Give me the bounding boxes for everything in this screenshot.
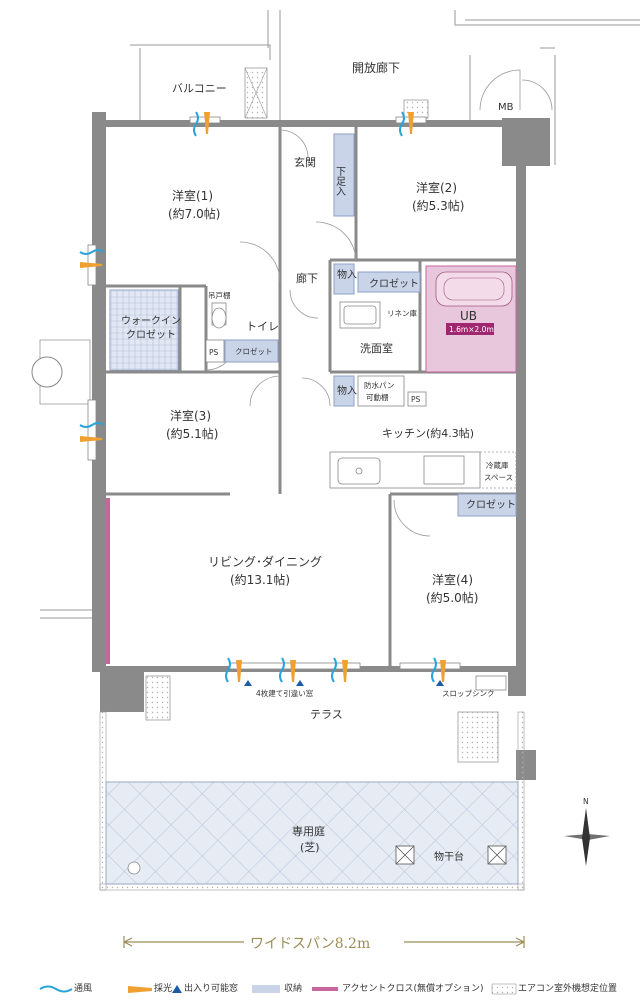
label-room2-size: (約5.3帖) bbox=[412, 198, 464, 213]
wide-span-dimension bbox=[123, 936, 525, 948]
accent-wall bbox=[106, 498, 110, 664]
label-kitchen: キッチン(約4.3帖) bbox=[382, 426, 474, 440]
label-toilet: トイレ bbox=[246, 320, 279, 333]
label-terrace: テラス bbox=[310, 708, 343, 721]
drying-stand-icons bbox=[395, 845, 507, 865]
compass-label: N bbox=[583, 797, 589, 806]
label-living-name: リビング･ダイニング bbox=[208, 554, 322, 569]
label-living-size: (約13.1帖) bbox=[230, 572, 290, 587]
storage-areas bbox=[224, 133, 517, 517]
label-unit-bath-size: 1.6m×2.0m bbox=[449, 325, 494, 334]
label-wide-span: ワイドスパン8.2m bbox=[250, 936, 370, 952]
label-fridge-line2: スペース bbox=[484, 473, 513, 482]
label-fridge-line1: 冷蔵庫 bbox=[486, 460, 509, 470]
label-storage-b: 物入 bbox=[337, 384, 357, 397]
ps-boxes bbox=[205, 339, 427, 407]
label-unit-bath: UB bbox=[460, 309, 477, 323]
unit-bath bbox=[425, 265, 517, 373]
label-hanging-shelf: 吊戸棚 bbox=[208, 290, 231, 300]
kitchen-counter bbox=[329, 451, 481, 489]
label-room1-size: (約7.0帖) bbox=[168, 206, 220, 221]
legend-accent-cloth: アクセントクロス(無償オプション) bbox=[342, 984, 484, 994]
label-drying-stand: 物干台 bbox=[434, 850, 464, 863]
label-linen: リネン庫 bbox=[387, 308, 417, 318]
label-washer-line2: 可動棚 bbox=[366, 392, 389, 402]
ventilation-markers bbox=[79, 111, 437, 683]
private-garden bbox=[105, 781, 519, 885]
mb-doors bbox=[479, 69, 553, 111]
legend-ventilation: 通風 bbox=[74, 984, 93, 994]
corridor-ac-box bbox=[403, 99, 429, 119]
exterior-lines bbox=[40, 10, 640, 619]
label-closet-c: クロゼット bbox=[466, 499, 516, 511]
legend-lighting: 採光 bbox=[154, 984, 173, 994]
label-room3-name: 洋室(3) bbox=[170, 408, 211, 423]
label-room3-size: (約5.1帖) bbox=[166, 426, 218, 441]
label-room4-size: (約5.0帖) bbox=[426, 590, 478, 605]
label-shoe-storage: 下足入 bbox=[334, 166, 346, 196]
label-walk-in-line2: クロゼット bbox=[126, 329, 176, 341]
access-window-markers bbox=[244, 680, 444, 686]
legend-access-window: 出入り可能窓 bbox=[184, 984, 239, 994]
balcony-ac-box bbox=[244, 67, 268, 119]
label-open-corridor: 開放廊下 bbox=[352, 60, 400, 75]
label-hallway: 廊下 bbox=[296, 271, 318, 285]
label-closet-b: クロゼット bbox=[235, 346, 273, 356]
terrace-area bbox=[99, 675, 525, 891]
lighting-markers bbox=[80, 112, 446, 682]
label-room4-name: 洋室(4) bbox=[432, 572, 473, 587]
label-room2-name: 洋室(2) bbox=[416, 180, 457, 195]
label-powder-room: 洗面室 bbox=[360, 341, 393, 355]
label-garden-name: 専用庭 bbox=[292, 824, 325, 838]
label-sliding-window: 4枚建て引違い窓 bbox=[256, 688, 314, 698]
fridge-space bbox=[479, 451, 517, 489]
legend-ac-unit: エアコン室外機想定位置 bbox=[518, 984, 618, 994]
label-slop-sink: スロップシンク bbox=[442, 689, 495, 698]
label-entrance: 玄関 bbox=[294, 155, 316, 169]
garden-light-icon bbox=[127, 861, 141, 875]
toilet-fixture bbox=[211, 302, 227, 329]
wash-basin bbox=[339, 301, 381, 329]
label-mb: MB bbox=[498, 102, 514, 113]
label-walk-in-line1: ウォークイン bbox=[121, 315, 181, 327]
side-ac bbox=[31, 339, 91, 405]
label-ps1: PS bbox=[209, 348, 219, 357]
legend: 通風 採光 出入り可能窓 収納 アクセントクロス(無償オプション) エアコン室外… bbox=[30, 982, 640, 996]
label-balcony: バルコニー bbox=[172, 82, 227, 95]
legend-storage: 収納 bbox=[284, 984, 303, 994]
label-ps2: PS bbox=[411, 395, 421, 404]
label-washer-line1: 防水パン bbox=[364, 380, 394, 390]
legend-symbols bbox=[39, 983, 517, 995]
compass-icon bbox=[564, 808, 610, 866]
label-storage-a: 物入 bbox=[337, 268, 357, 281]
label-closet-a: クロゼット bbox=[369, 278, 419, 290]
label-room1-name: 洋室(1) bbox=[172, 188, 213, 203]
label-garden-sub: (芝) bbox=[300, 841, 320, 854]
